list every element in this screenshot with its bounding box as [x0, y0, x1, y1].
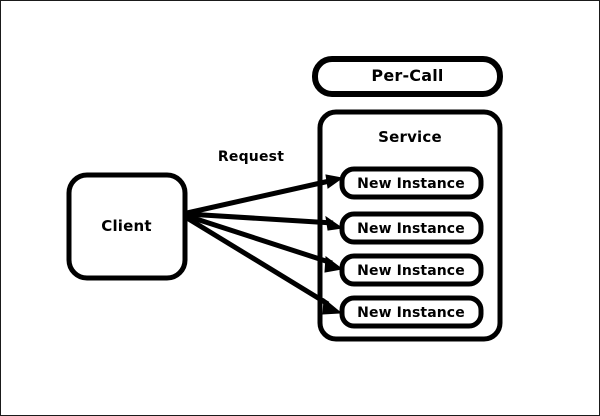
client-box [66, 172, 188, 281]
instance-label-3: New Instance [357, 263, 465, 279]
instance-box-4 [339, 295, 484, 329]
per-call-label: Per-Call [371, 66, 444, 85]
request-arrow-1 [186, 174, 344, 216]
request-edge-label: Request [217, 149, 285, 165]
instance-label-4: New Instance [357, 305, 465, 321]
per-call-box [312, 56, 503, 97]
instance-box-1 [339, 166, 484, 200]
request-arrow-4 [185, 215, 343, 315]
request-arrows [185, 174, 344, 315]
request-arrow-2 [186, 211, 344, 231]
instance-label-2: New Instance [357, 221, 465, 237]
client-label: Client [101, 217, 152, 235]
request-arrow-3 [186, 213, 344, 273]
instance-box-3 [339, 253, 484, 287]
service-label: Service [378, 128, 442, 146]
instance-label-1: New Instance [357, 176, 465, 192]
instance-box-2 [339, 211, 484, 245]
